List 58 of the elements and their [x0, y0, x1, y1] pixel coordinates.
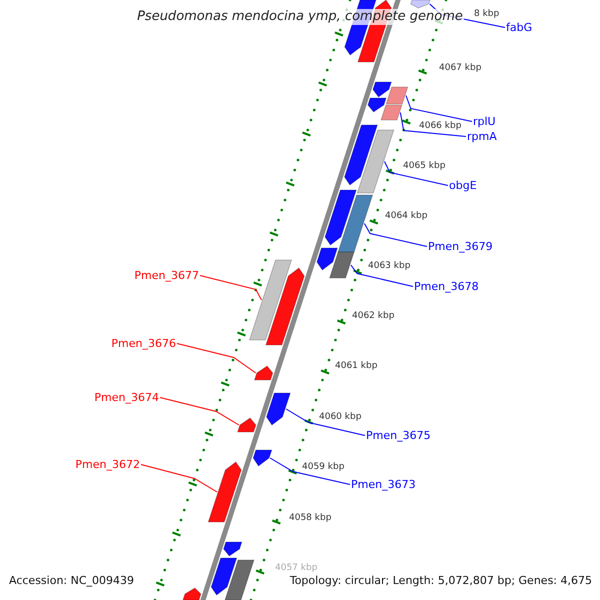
- gene-label: Pmen_3679: [428, 240, 493, 253]
- gene-block: [182, 588, 202, 600]
- gene-block: [223, 542, 242, 557]
- gene-block: [386, 86, 408, 104]
- scale-label: 4058 kbp: [289, 513, 332, 524]
- gene-block: [380, 104, 402, 120]
- gene-block: [266, 392, 291, 426]
- gene-label: Pmen_3678: [414, 280, 479, 293]
- gene-block: [224, 560, 255, 600]
- gene-block: [367, 98, 387, 113]
- scale-label: 4059 kbp: [302, 462, 344, 473]
- gene-label: Pmen_3672: [75, 458, 140, 471]
- gene-block: [324, 190, 357, 246]
- scale-label: 4057 kbp: [275, 563, 318, 574]
- leader-line: [160, 397, 240, 426]
- leader-line: [176, 343, 256, 374]
- scale-label: 4065 kbp: [403, 161, 446, 172]
- title: Pseudomonas mendocina ymp, complete genome: [136, 9, 464, 25]
- leader-line: [286, 408, 366, 436]
- scale-label: 4063 kbp: [368, 261, 410, 272]
- scale-label: 4064 kbp: [385, 211, 428, 222]
- gene-block: [344, 124, 378, 186]
- leader-line: [140, 464, 218, 492]
- gene-block: [248, 260, 292, 340]
- gene-label: Pmen_3674: [94, 391, 159, 404]
- leader-line: [200, 275, 262, 300]
- gene-label: Pmen_3673: [351, 478, 416, 491]
- gene-label: Pmen_3675: [366, 429, 431, 442]
- scale-label: 4061 kbp: [335, 361, 378, 372]
- gene-label: rpmA: [467, 130, 497, 143]
- gene-block: [338, 194, 374, 252]
- gene-block: [356, 130, 394, 194]
- scale-label: 4067 kbp: [439, 63, 482, 74]
- gene-block: [316, 248, 338, 271]
- gene-block: [254, 365, 274, 380]
- gene-label: fabG: [506, 21, 532, 34]
- leader-line: [400, 112, 466, 137]
- gene-block: [208, 461, 242, 522]
- gene-label: Pmen_3676: [111, 337, 176, 350]
- gene-label: obgE: [449, 179, 477, 192]
- gene-label: Pmen_3677: [134, 269, 199, 282]
- gene-block: [237, 417, 256, 432]
- gene-block: [252, 450, 272, 467]
- scale-label: 4060 kbp: [319, 412, 362, 423]
- genome-summary: Topology: circular; Length: 5,072,807 bp; Genes: 4,675: [290, 574, 592, 588]
- accession-text: Accession: NC_009439: [9, 574, 134, 588]
- gene-label: rplU: [473, 115, 496, 128]
- leader-line: [270, 458, 350, 485]
- scale-label: 8 kbp: [474, 9, 500, 20]
- leader-line: [350, 264, 414, 287]
- leader-line: [364, 223, 428, 247]
- leader-line: [384, 161, 448, 186]
- scale-label: 4062 kbp: [352, 311, 394, 322]
- scale-label: 4066 kbp: [419, 121, 462, 132]
- gene-block: [329, 252, 355, 278]
- leader-line: [406, 95, 472, 122]
- gene-block: [265, 267, 305, 346]
- gene-block: [372, 82, 392, 98]
